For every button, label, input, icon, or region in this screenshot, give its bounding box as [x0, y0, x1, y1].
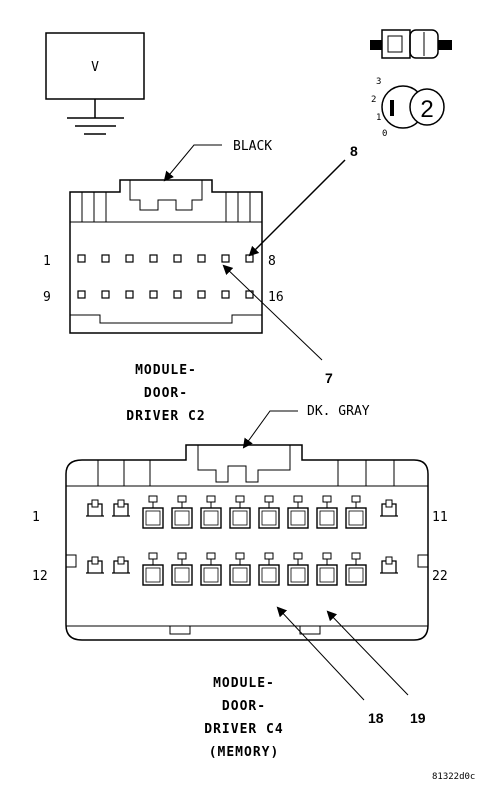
- c2-callout-7: 7: [325, 370, 333, 386]
- c4-pin: [200, 552, 222, 586]
- c4-latch-pin: [86, 556, 104, 574]
- c4-pin-label-1: 1: [32, 510, 40, 525]
- c4-pin-label-12: 12: [32, 569, 48, 584]
- meter-dial-icon: 3 2 1 0 2: [371, 77, 445, 139]
- c4-color-label: DK. GRAY: [307, 404, 370, 419]
- c4-pin: [316, 495, 338, 529]
- connector-c4: 1 11 12 22 DK. GRAY 18 19 MODULE- DOOR- …: [32, 404, 448, 760]
- c2-pin: [101, 290, 110, 299]
- c4-latch-pin: [380, 499, 398, 517]
- c4-latch-pin: [112, 556, 130, 574]
- c4-pin: [287, 552, 309, 586]
- c4-latch-pin: [380, 556, 398, 574]
- c4-name-line-4: (MEMORY): [209, 745, 280, 760]
- c2-pin-label-8: 8: [268, 254, 276, 269]
- c4-pin: [229, 552, 251, 586]
- c2-pin: [221, 290, 230, 299]
- c4-pin: [345, 495, 367, 529]
- c2-pin: [125, 290, 134, 299]
- voltmeter-symbol: V: [45, 32, 145, 135]
- c2-pin: [125, 254, 134, 263]
- c4-pin: [171, 552, 193, 586]
- c4-pin: [229, 495, 251, 529]
- meter-label: V: [91, 60, 99, 75]
- c2-pin: [197, 290, 206, 299]
- c2-pin: [149, 290, 158, 299]
- c2-pin-label-1: 1: [43, 254, 51, 269]
- c4-pin: [345, 552, 367, 586]
- c2-pin: [173, 254, 182, 263]
- c2-pin: [245, 290, 254, 299]
- c4-pin: [200, 495, 222, 529]
- c2-pin: [77, 290, 86, 299]
- c4-name-line-3: DRIVER C4: [204, 722, 283, 737]
- c2-pin: [197, 254, 206, 263]
- c4-pin: [142, 552, 164, 586]
- ground-icon: [67, 117, 124, 135]
- svg-text:1: 1: [376, 113, 381, 123]
- svg-text:3: 3: [376, 77, 381, 87]
- c4-pin: [142, 495, 164, 529]
- c4-pin-label-22: 22: [432, 569, 448, 584]
- c4-pin: [316, 552, 338, 586]
- c4-name-line-1: MODULE-: [213, 676, 275, 691]
- c4-latch-pin: [86, 499, 104, 517]
- c2-name-line-1: MODULE-: [135, 363, 197, 378]
- c2-pin: [245, 254, 254, 263]
- c2-callout-8: 8: [350, 143, 358, 159]
- connector-c2: 1 8 9 16 BLACK 8 7 MODULE- DOOR- DRIVER …: [43, 139, 358, 424]
- c4-pin: [258, 552, 280, 586]
- c4-pin: [287, 495, 309, 529]
- c2-pin: [149, 254, 158, 263]
- c2-pin-label-16: 16: [268, 290, 284, 305]
- c2-name-line-2: DOOR-: [144, 386, 188, 401]
- svg-text:0: 0: [382, 129, 387, 139]
- figure-id: 81322d0c: [432, 772, 475, 782]
- c4-callout-19: 19: [410, 710, 426, 726]
- c2-name-line-3: DRIVER C2: [126, 409, 205, 424]
- c2-pin-grid: [77, 254, 254, 299]
- terminal-probe-icon: [370, 29, 452, 59]
- c2-pin: [173, 290, 182, 299]
- c2-color-label: BLACK: [233, 139, 272, 154]
- dial-badge: 2: [420, 96, 433, 123]
- c4-pin: [171, 495, 193, 529]
- c4-pin: [258, 495, 280, 529]
- c2-pin: [77, 254, 86, 263]
- c2-pin: [101, 254, 110, 263]
- svg-text:2: 2: [371, 95, 376, 105]
- c4-callout-18: 18: [368, 710, 384, 726]
- c4-latch-pin: [112, 499, 130, 517]
- c4-pin-label-11: 11: [432, 510, 448, 525]
- c2-pin: [221, 254, 230, 263]
- c4-name-line-2: DOOR-: [222, 699, 266, 714]
- c4-pin-grid: [86, 495, 398, 586]
- c2-pin-label-9: 9: [43, 290, 51, 305]
